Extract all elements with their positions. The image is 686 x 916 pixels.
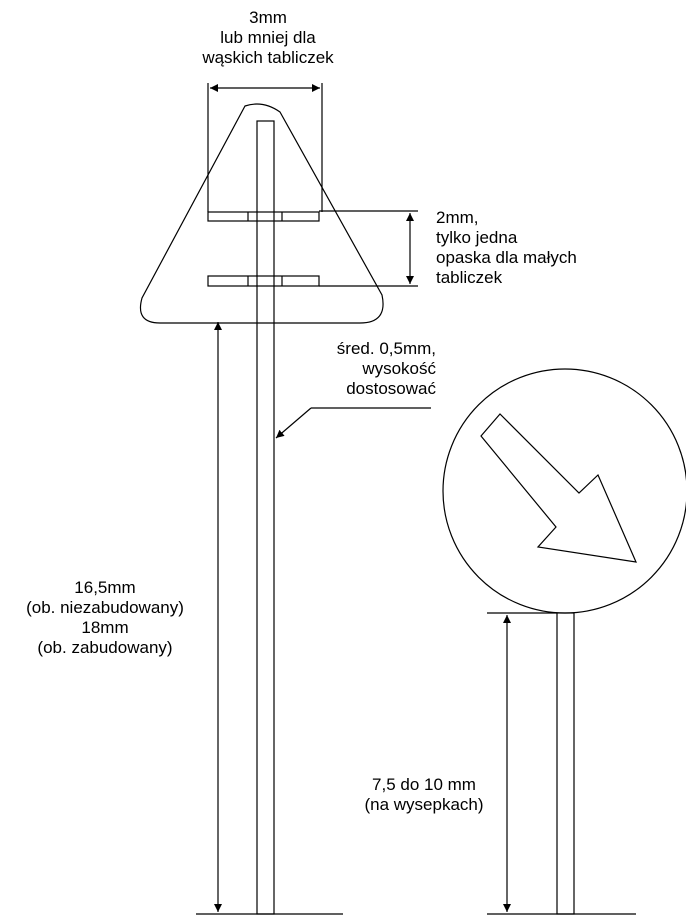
upper-band (207, 211, 320, 222)
triangle-sign (139, 103, 384, 324)
right-pole (556, 612, 575, 915)
wire-label: śred. 0,5mm, wysokość dostosować (336, 339, 436, 398)
lower-band (207, 275, 320, 287)
island-height-label: 7,5 do 10 mm (na wysepkach) (364, 775, 484, 814)
band-width-label: 3mm lub mniej dla wąskich tabliczek (202, 8, 334, 67)
diagonal-arrow-icon (480, 413, 637, 563)
left-pole (256, 120, 275, 915)
pole-height-label: 16,5mm (ob. niezabudowany) 18mm (ob. zab… (26, 578, 184, 657)
wire-leader (275, 407, 312, 439)
band-spacing-label: 2mm, tylko jedna opaska dla małych tabli… (436, 208, 577, 287)
